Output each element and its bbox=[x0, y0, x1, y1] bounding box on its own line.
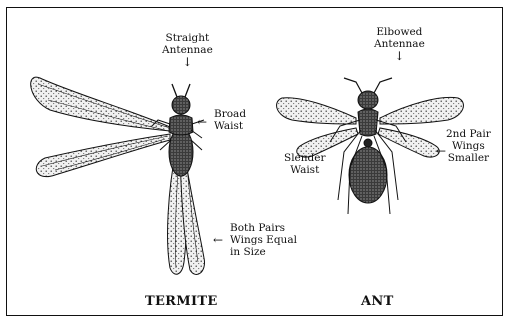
arrow-second-pair: ← bbox=[436, 145, 446, 158]
arrow-left-icon: ← bbox=[436, 144, 446, 158]
label-line: Waist bbox=[284, 164, 325, 176]
ant-left-forewing bbox=[277, 98, 356, 124]
arrow-left-icon: ← bbox=[197, 115, 207, 129]
label-second-pair: 2nd Pair Wings Smaller bbox=[446, 128, 491, 164]
label-both-pairs: Both Pairs Wings Equal in Size bbox=[230, 222, 297, 258]
ant-right-forewing bbox=[380, 97, 463, 124]
ant-title: ANT bbox=[361, 294, 394, 309]
label-line: Broad bbox=[214, 108, 246, 120]
label-slender-waist: Slender Waist bbox=[284, 152, 325, 176]
termite-head bbox=[172, 96, 190, 114]
termite-upper-left-wing bbox=[31, 77, 170, 131]
ant-petiole bbox=[364, 139, 372, 147]
label-line: Waist bbox=[214, 120, 246, 132]
ant-head bbox=[358, 91, 378, 109]
label-line: in Size bbox=[230, 246, 297, 258]
label-line: 2nd Pair bbox=[446, 128, 491, 140]
label-line: Smaller bbox=[446, 152, 491, 164]
label-straight-antennae: Straight Antennae ↓ bbox=[162, 32, 213, 68]
label-line: Elbowed bbox=[374, 26, 425, 38]
label-broad-waist: ← bbox=[197, 116, 207, 129]
termite-lower-left-wing bbox=[36, 134, 170, 177]
label-line: Wings bbox=[446, 140, 491, 152]
ant-right-hindwing bbox=[378, 128, 439, 157]
label-line: Both Pairs bbox=[230, 222, 297, 234]
arrow-both-pairs: ← bbox=[213, 234, 223, 247]
label-elbowed-antennae: Elbowed Antennae ↓ bbox=[374, 26, 425, 62]
termite-drawing bbox=[31, 77, 205, 274]
label-line: Straight bbox=[162, 32, 213, 44]
arrow-down-icon: ↓ bbox=[162, 56, 213, 68]
label-line: Slender bbox=[284, 152, 325, 164]
termite-thorax bbox=[169, 115, 193, 135]
termite-title: TERMITE bbox=[145, 294, 218, 309]
label-broad-waist-text: Broad Waist bbox=[214, 108, 246, 132]
ant-thorax bbox=[358, 109, 378, 136]
arrow-down-icon: ↓ bbox=[374, 50, 425, 62]
arrow-left-icon: ← bbox=[213, 233, 223, 247]
label-line: Wings Equal bbox=[230, 234, 297, 246]
termite-antennae bbox=[172, 84, 190, 97]
